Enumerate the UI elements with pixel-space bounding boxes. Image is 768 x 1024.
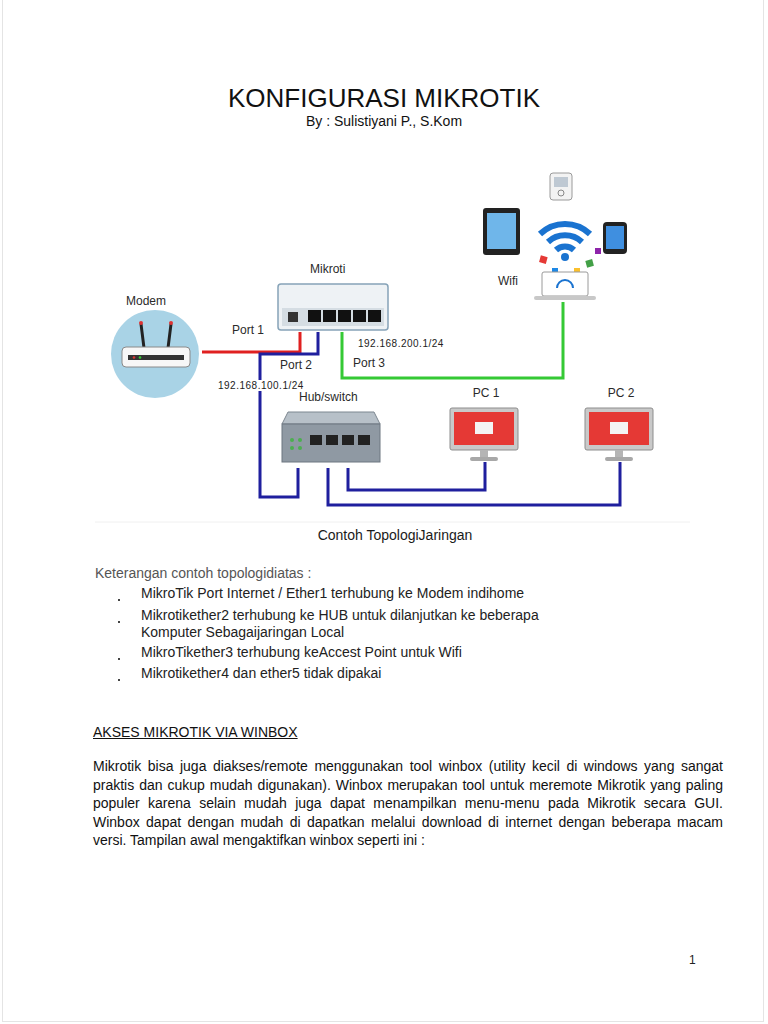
network-cable xyxy=(342,302,563,378)
bullet-item: MikroTik Port Internet / Ether1 terhubun… xyxy=(141,585,524,601)
author-line: By : Sulistiyani P., S.Kom xyxy=(0,113,768,129)
wifi-access-point: Wifi xyxy=(470,168,660,302)
node-label: Modem xyxy=(126,294,166,308)
modem-icon: Modem xyxy=(108,292,202,400)
switch-icon: Hub/switch xyxy=(280,390,382,468)
figure-caption: Contoh TopologiJaringan xyxy=(195,527,595,543)
bullet-item: Mikrotikether2 terhubung ke HUB untuk di… xyxy=(141,607,589,641)
node-label: Hub/switch xyxy=(299,390,358,404)
node-label: PC 1 xyxy=(447,386,525,400)
bullet-dot xyxy=(118,621,120,623)
port-label: Port 2 xyxy=(279,358,313,372)
router-icon: Mikroti xyxy=(276,262,390,332)
pc-icon: PC 2 xyxy=(582,386,660,462)
ip-address: 192.168.200.1/24 xyxy=(357,338,445,349)
page-number: 1 xyxy=(689,953,696,967)
network-cable xyxy=(348,462,485,490)
cable-line xyxy=(348,462,485,490)
divider-line xyxy=(95,522,690,523)
bullet-item: Mikrotikether4 dan ether5 tidak dipakai xyxy=(141,665,381,681)
pc-icon: PC 1 xyxy=(447,386,525,462)
node-label: PC 2 xyxy=(582,386,660,400)
cable-line xyxy=(328,462,620,505)
legend-heading: Keterangan contoh topologidiatas : xyxy=(95,565,311,581)
node-label: Wifi xyxy=(498,274,518,288)
network-cable xyxy=(328,462,620,505)
port-label: Port 1 xyxy=(231,323,265,337)
bullet-dot xyxy=(118,658,120,660)
body-paragraph: Mikrotik bisa juga diakses/remote menggu… xyxy=(93,757,723,850)
bullet-dot xyxy=(118,599,120,601)
ip-address: 192.168.100.1/24 xyxy=(217,380,305,391)
section-heading: AKSES MIKROTIK VIA WINBOX xyxy=(93,724,298,740)
page-title: KONFIGURASI MIKROTIK xyxy=(0,83,768,114)
bullet-item: MikroTikether3 terhubung keAccest Point … xyxy=(141,644,462,660)
bullet-dot xyxy=(118,679,120,681)
modem-drawing xyxy=(108,292,202,400)
cable-line xyxy=(342,302,563,378)
port-label: Port 3 xyxy=(352,356,386,370)
node-label: Mikroti xyxy=(310,262,345,276)
